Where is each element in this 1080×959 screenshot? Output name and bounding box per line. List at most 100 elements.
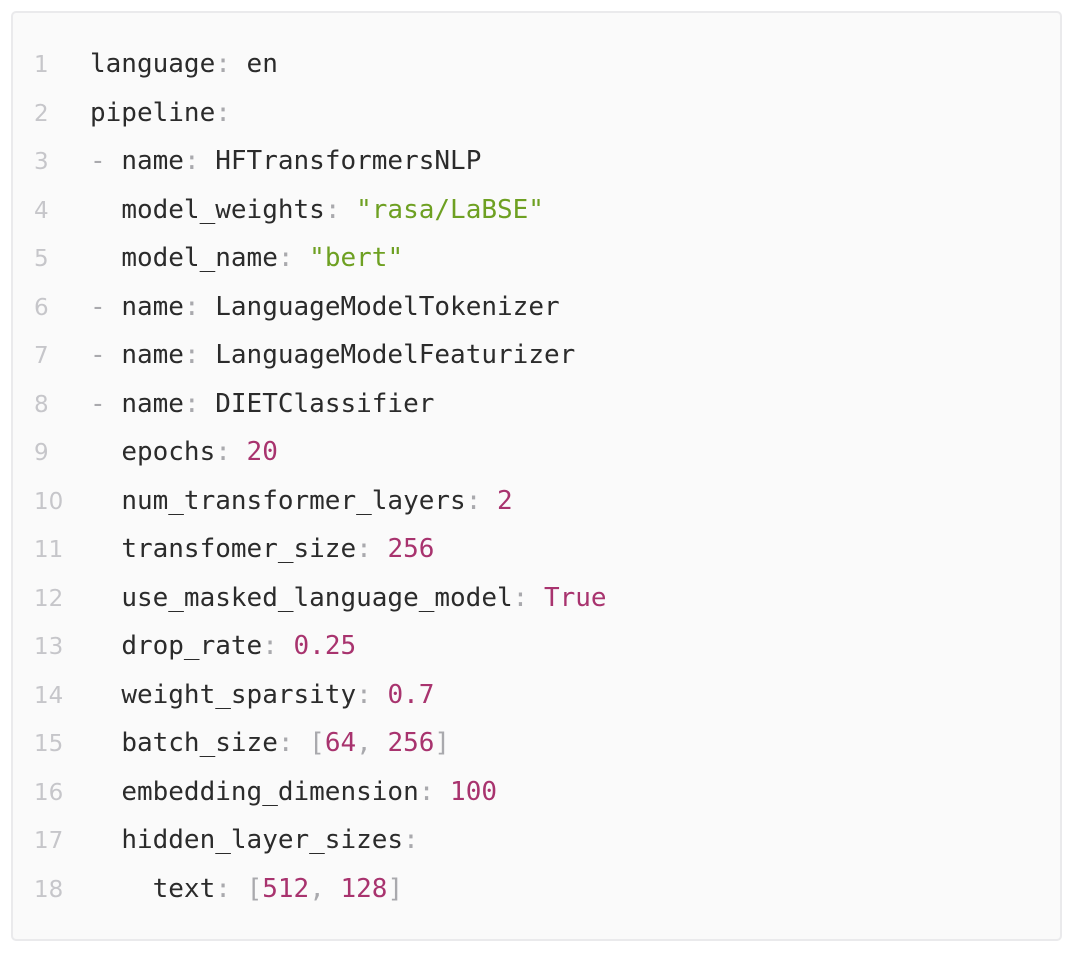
token-value — [90, 777, 121, 807]
token-punctuation: - — [90, 291, 122, 322]
token-key: name — [121, 388, 184, 419]
code-text: embedding_dimension: 100 — [90, 768, 497, 817]
token-punctuation: : — [262, 631, 294, 661]
line-number: 5 — [34, 246, 49, 272]
token-key: name — [121, 340, 184, 370]
code-line: 8 - name: DIETClassifier — [13, 380, 1060, 429]
token-value — [90, 874, 153, 904]
token-number: 0.7 — [387, 679, 435, 710]
token-value — [90, 631, 121, 661]
code-text: drop_rate: 0.25 — [90, 622, 356, 671]
token-punctuation: : — [512, 582, 544, 613]
line-number: 13 — [34, 634, 64, 660]
token-key: use_masked_language_model — [121, 582, 513, 613]
line-number: 16 — [34, 779, 64, 806]
code-line: 13 drop_rate: 0.25 — [13, 622, 1060, 671]
token-value: LanguageModelTokenizer — [215, 291, 560, 322]
token-punctuation: - — [90, 340, 122, 370]
code-line: 11 transfomer_size: 256 — [13, 525, 1060, 574]
token-punctuation: - — [90, 146, 122, 176]
token-punctuation: [ — [246, 873, 263, 904]
line-number: 6 — [34, 294, 49, 321]
code-line: 18 text: [512, 128] — [13, 865, 1060, 914]
token-value — [90, 583, 121, 613]
token-punctuation: [ — [309, 728, 325, 758]
token-key: name — [121, 291, 184, 322]
token-key: drop_rate — [121, 631, 263, 661]
line-number: 15 — [34, 731, 64, 757]
token-value — [90, 728, 121, 758]
code-line: 5 model_name: "bert" — [13, 234, 1060, 283]
token-punctuation: : — [403, 825, 419, 855]
line-number: 8 — [34, 391, 49, 418]
token-punctuation: : — [215, 873, 247, 904]
code-text: - name: LanguageModelTokenizer — [90, 283, 560, 332]
token-number: 512 — [262, 873, 310, 904]
token-string: "bert" — [309, 243, 404, 273]
code-text: language: en — [90, 40, 278, 89]
token-key: text — [152, 873, 216, 904]
line-number: 3 — [34, 149, 49, 175]
token-key: num_transformer_layers — [121, 485, 466, 516]
token-punctuation: : — [215, 437, 247, 467]
token-key: batch_size — [121, 728, 278, 758]
token-punctuation: : — [277, 243, 310, 273]
token-number: 2 — [497, 485, 513, 516]
code-text: text: [512, 128] — [90, 865, 404, 914]
line-number: 11 — [34, 537, 64, 563]
code-text: weight_sparsity: 0.7 — [90, 671, 434, 720]
token-value — [90, 243, 121, 273]
token-punctuation: : — [183, 388, 216, 419]
code-line: 15 batch_size: [64, 256] — [13, 719, 1060, 768]
token-punctuation: ] — [434, 728, 451, 758]
code-text: use_masked_language_model: True — [90, 574, 607, 623]
token-punctuation: ] — [387, 873, 404, 904]
line-number: 7 — [34, 343, 49, 369]
code-line: 12 use_masked_language_model: True — [13, 574, 1060, 623]
code-line: 9 epochs: 20 — [13, 428, 1060, 477]
token-number: True — [543, 582, 607, 613]
token-number: 256 — [387, 534, 435, 564]
token-punctuation: : — [215, 97, 231, 128]
token-punctuation: : — [277, 728, 310, 758]
token-key: model_weights — [121, 194, 325, 225]
code-text: - name: DIETClassifier — [90, 380, 434, 429]
token-value: HFTransformersNLP — [215, 146, 482, 176]
token-number: 100 — [450, 776, 498, 807]
token-value — [90, 486, 121, 516]
code-line: 10 num_transformer_layers: 2 — [13, 477, 1060, 526]
token-value: LanguageModelFeaturizer — [215, 340, 576, 370]
code-line: 6 - name: LanguageModelTokenizer — [13, 283, 1060, 332]
code-text: num_transformer_layers: 2 — [90, 477, 513, 526]
token-value — [90, 437, 121, 467]
token-number: 20 — [246, 437, 278, 467]
token-punctuation: : — [356, 679, 388, 710]
token-value: DIETClassifier — [215, 388, 435, 419]
line-number: 12 — [34, 585, 64, 612]
token-punctuation: : — [324, 194, 357, 225]
token-number: 0.25 — [293, 631, 357, 661]
code-text: model_name: "bert" — [90, 234, 403, 283]
code-text: batch_size: [64, 256] — [90, 719, 450, 768]
code-text: hidden_layer_sizes: — [90, 816, 419, 865]
token-value — [90, 534, 121, 564]
token-key: hidden_layer_sizes — [121, 825, 404, 855]
code-line: 16 embedding_dimension: 100 — [13, 768, 1060, 817]
code-text: - name: HFTransformersNLP — [90, 137, 481, 186]
token-punctuation: : — [356, 534, 388, 564]
line-number: 18 — [34, 876, 64, 903]
token-punctuation: : — [465, 485, 497, 516]
token-key: pipeline — [90, 97, 216, 128]
token-key: name — [121, 146, 184, 176]
token-key: epochs — [121, 437, 216, 467]
line-number: 10 — [34, 488, 64, 515]
token-punctuation: : — [183, 340, 216, 370]
token-punctuation: : — [183, 146, 216, 176]
token-punctuation: - — [90, 388, 122, 419]
token-punctuation: : — [215, 49, 247, 79]
token-key: model_name — [121, 243, 278, 273]
code-line: 7 - name: LanguageModelFeaturizer — [13, 331, 1060, 380]
